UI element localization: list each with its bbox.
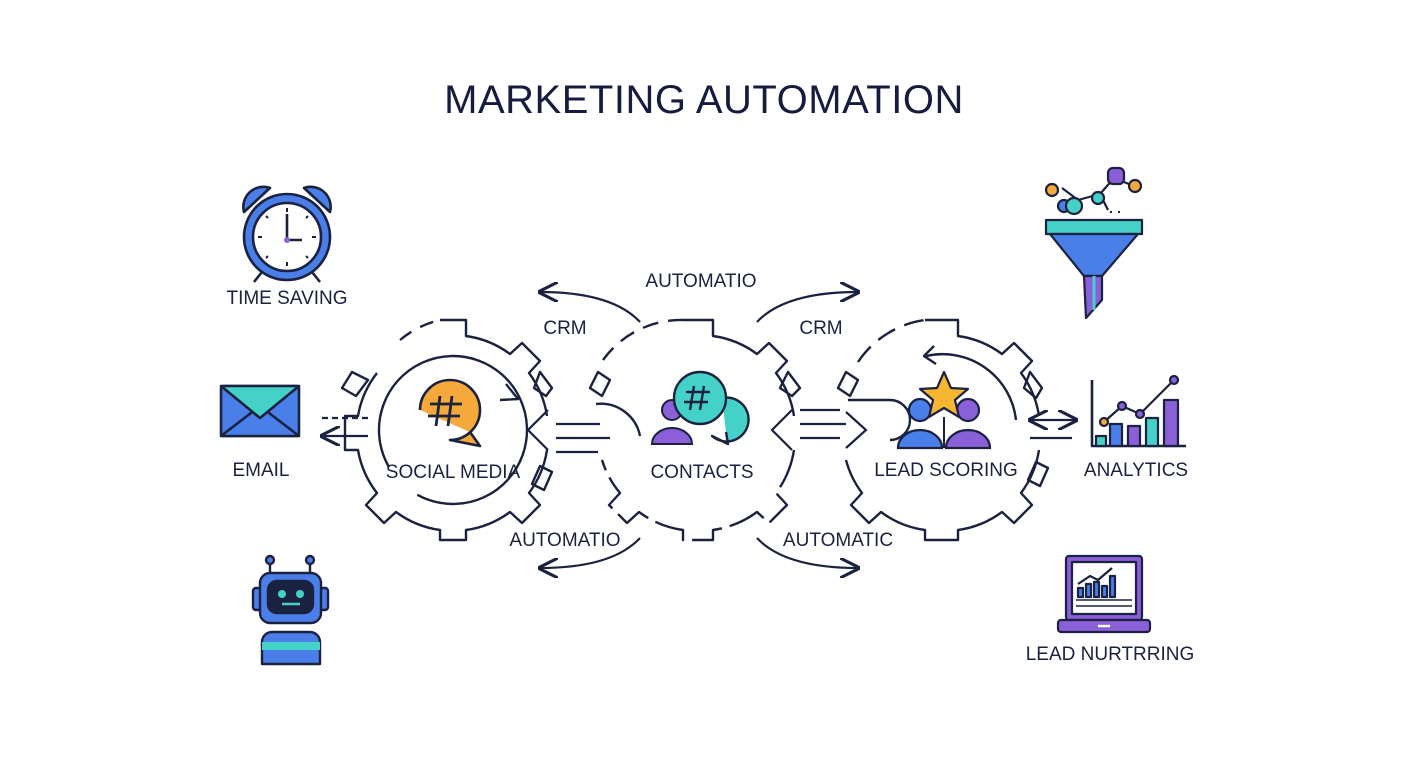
gear-social-media [340, 318, 554, 542]
label-email: EMAIL [232, 460, 290, 481]
label-lead-nurturing: LEAD NURTRRING [1025, 644, 1195, 665]
hub-label-lead-scoring: LEAD SCORING [874, 460, 1018, 481]
label-time-saving: TIME SAVING [226, 288, 348, 309]
label-analytics: ANALYTICS [1083, 460, 1189, 481]
arrow-label-top-center: AUTOMATIO [645, 271, 757, 292]
alarm-clock-icon [242, 185, 332, 283]
bar-line-chart-icon [1090, 374, 1186, 448]
chat-bubbles-people-icon [650, 370, 750, 446]
arrow-label-top-right: CRM [799, 318, 843, 339]
arrow-label-bottom-left: AUTOMATIO [509, 530, 621, 551]
gear-contacts [588, 318, 802, 542]
hashtag-bubble-icon [418, 378, 482, 448]
funnel-icon [1044, 166, 1144, 320]
automation-arrows [540, 292, 858, 568]
envelope-icon [219, 384, 301, 438]
hub-label-contacts: CONTACTS [650, 462, 754, 483]
people-star-icon [896, 370, 992, 450]
connectors [322, 408, 1076, 454]
diagram-title: MARKETING AUTOMATION [444, 78, 964, 122]
gear-lead-scoring [836, 318, 1050, 542]
arrow-label-bottom-right: AUTOMATIC [782, 530, 894, 551]
hub-label-social-media: SOCIAL MEDIA [385, 462, 521, 483]
laptop-chart-icon [1056, 554, 1152, 634]
arrow-label-top-left: CRM [543, 318, 587, 339]
robot-icon [251, 554, 330, 666]
